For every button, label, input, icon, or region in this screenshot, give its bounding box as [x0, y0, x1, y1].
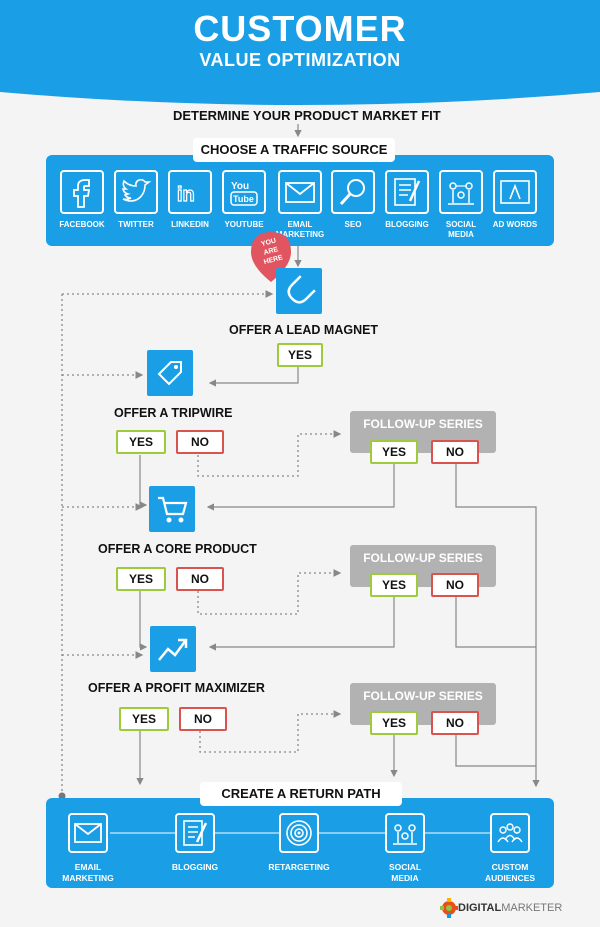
- follow-up-2-yes: YES: [370, 573, 418, 597]
- header-banner: CUSTOMER VALUE OPTIMIZATION: [0, 0, 600, 110]
- traffic-label-blogging: BLOGGING: [385, 220, 429, 229]
- follow-up-2-no: NO: [431, 573, 479, 597]
- traffic-label-linkedin: LINKEDIN: [171, 220, 209, 229]
- return-path-title: CREATE A RETURN PATH: [200, 782, 402, 806]
- lead-magnet-yes: YES: [277, 343, 323, 367]
- magnifier-icon: [331, 170, 375, 214]
- follow-up-title-1: FOLLOW-UP SERIES: [363, 417, 483, 431]
- step-tripwire: OFFER A TRIPWIRE: [114, 406, 233, 420]
- header-background: [0, 0, 600, 105]
- follow-up-1-no: NO: [431, 440, 479, 464]
- social-media-icon: [439, 170, 483, 214]
- step-product-market-fit: DETERMINE YOUR PRODUCT MARKET FIT: [173, 108, 441, 123]
- cart-icon: [149, 486, 195, 532]
- target-icon: [279, 813, 319, 853]
- page-subtitle: VALUE OPTIMIZATION: [199, 50, 401, 70]
- core-product-no: NO: [176, 567, 224, 591]
- logo-text-light: MARKETER: [501, 902, 563, 914]
- return-label-social-media: SOCIAL MEDIA: [388, 862, 422, 883]
- core-product-yes: YES: [116, 567, 166, 591]
- traffic-source-title: CHOOSE A TRAFFIC SOURCE: [193, 138, 395, 162]
- return-label-retargeting: RETARGETING: [268, 862, 330, 872]
- audience-icon: [490, 813, 530, 853]
- traffic-label-twitter: TWITTER: [118, 220, 154, 229]
- follow-up-title-3: FOLLOW-UP SERIES: [363, 689, 483, 703]
- svg-text:in: in: [177, 184, 195, 206]
- svg-text:You: You: [231, 181, 249, 192]
- blogging-icon: [385, 170, 429, 214]
- return-label-custom-audiences: CUSTOM AUDIENCES: [484, 862, 536, 883]
- traffic-label-youtube: YOUTUBE: [224, 220, 264, 229]
- traffic-label-facebook: FACEBOOK: [59, 220, 105, 229]
- follow-up-3-yes: YES: [370, 711, 418, 735]
- traffic-label-social-media: SOCIAL MEDIA: [445, 220, 477, 239]
- linkedin-icon: in: [168, 170, 212, 214]
- follow-up-title-2: FOLLOW-UP SERIES: [363, 551, 483, 565]
- digital-marketer-logo: [440, 898, 458, 923]
- step-core-product: OFFER A CORE PRODUCT: [98, 542, 257, 556]
- return-social-media-icon: [385, 813, 425, 853]
- tripwire-yes: YES: [116, 430, 166, 454]
- logo-text-bold: DIGITAL: [458, 902, 502, 914]
- return-blogging-icon: [175, 813, 215, 853]
- twitter-icon: [114, 170, 158, 214]
- traffic-label-adwords: AD WORDS: [492, 220, 538, 229]
- email-icon: [278, 170, 322, 214]
- follow-up-3-no: NO: [431, 711, 479, 735]
- profit-maximizer-no: NO: [179, 707, 227, 731]
- traffic-label-seo: SEO: [344, 220, 362, 229]
- tag-icon: [147, 350, 193, 396]
- return-email-icon: [68, 813, 108, 853]
- facebook-icon: [60, 170, 104, 214]
- svg-text:Tube: Tube: [233, 194, 254, 204]
- page-title: CUSTOMER: [193, 8, 407, 49]
- profit-maximizer-yes: YES: [119, 707, 169, 731]
- traffic-label-email: EMAIL MARKETING: [275, 220, 325, 239]
- tripwire-no: NO: [176, 430, 224, 454]
- step-lead-magnet: OFFER A LEAD MAGNET: [229, 323, 379, 337]
- follow-up-1-yes: YES: [370, 440, 418, 464]
- return-label-blogging: BLOGGING: [171, 862, 219, 872]
- logo-text: DIGITALMARKETER: [458, 902, 562, 914]
- magnet-icon: [276, 268, 322, 314]
- return-label-email: EMAIL MARKETING: [62, 862, 114, 883]
- trend-up-icon: [150, 626, 196, 672]
- step-profit-maximizer: OFFER A PROFIT MAXIMIZER: [88, 681, 265, 695]
- adwords-icon: [493, 170, 537, 214]
